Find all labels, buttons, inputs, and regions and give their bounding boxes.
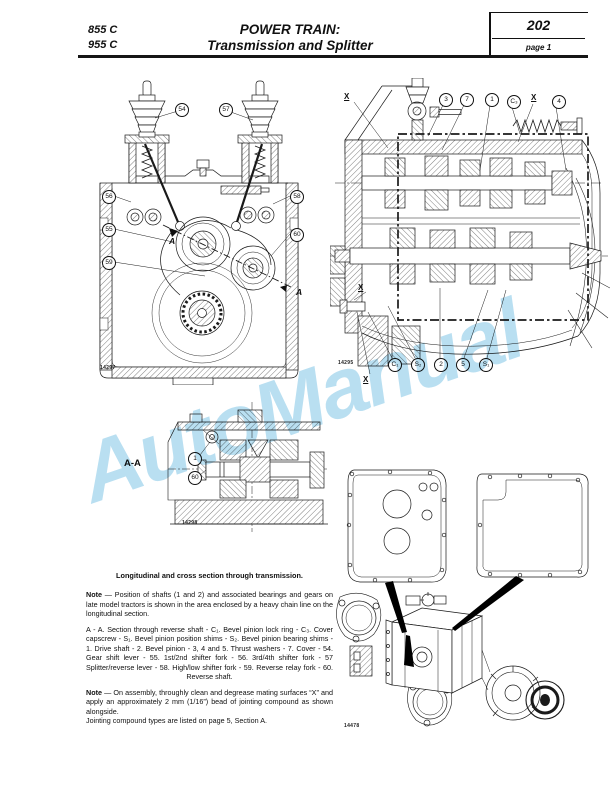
- note-2-line2: Jointing compound types are listed on pa…: [86, 716, 268, 725]
- note-2-label: Note: [86, 687, 102, 697]
- figure-caption: Longitudinal and cross section through t…: [116, 571, 303, 580]
- callout-5: 5: [456, 358, 470, 372]
- caption-text-block: Longitudinal and cross section through t…: [86, 571, 333, 732]
- callout-54: 54: [175, 103, 189, 117]
- surface-label-x-bottom: X: [363, 375, 369, 384]
- model-numbers: 855 C 955 C: [88, 23, 117, 53]
- figure-number-14478: 14478: [344, 723, 360, 729]
- longitudinal-section-drawing: [330, 78, 610, 375]
- page-number: 202: [526, 17, 551, 33]
- note-2-body: — On assembly, throughly clean and degre…: [86, 687, 333, 716]
- header-bottom-rule: [78, 55, 588, 58]
- callout-58: 58: [290, 190, 304, 204]
- section-aa-label: A-A: [124, 458, 141, 469]
- page-label: page 1: [525, 43, 552, 52]
- callout-1: 1: [485, 93, 499, 107]
- cross-section-drawing: [99, 80, 299, 385]
- callout-2: 2: [434, 358, 448, 372]
- header-vertical-rule: [489, 12, 491, 57]
- header-mid-rule: [492, 38, 585, 39]
- callout-aa-60: 60: [188, 471, 202, 485]
- title-line1: POWER TRAIN:: [239, 22, 341, 37]
- page-title: POWER TRAIN: Transmission and Splitter: [140, 22, 440, 54]
- note-1-label: Note: [86, 590, 102, 599]
- callout-aa-1: 1: [188, 452, 202, 466]
- surface-label-x-mid: X: [358, 283, 364, 292]
- parts-legend: A - A. Section through reverse shaft - C…: [86, 624, 333, 682]
- callout-7: 7: [460, 93, 474, 107]
- section-arrow-label-a2: A: [296, 287, 303, 297]
- callout-56: 56: [102, 190, 116, 204]
- note-1-body: — Position of shafts (1 and 2) and assoc…: [86, 590, 333, 618]
- callout-3: 3: [439, 93, 453, 107]
- note-1: Note — Position of shafts (1 and 2) and …: [86, 590, 333, 619]
- callout-s1: S₁: [479, 358, 493, 372]
- model-855c: 855 C: [88, 24, 118, 36]
- figure-number-14297: 14297: [100, 365, 116, 371]
- callout-59: 59: [102, 256, 116, 270]
- figure-number-14298: 14298: [182, 520, 198, 526]
- callout-s2: S₂: [411, 358, 425, 372]
- model-955c: 955 C: [88, 39, 118, 51]
- gaskets-exploded-drawing: [336, 469, 589, 727]
- callout-c3: C₃: [507, 95, 521, 109]
- header-top-rule: [489, 12, 588, 13]
- callout-60: 60: [290, 228, 304, 242]
- note-2: Note — On assembly, throughly clean and …: [86, 688, 333, 726]
- callout-c1: C₁: [388, 358, 402, 372]
- section-aa-drawing: [167, 402, 328, 532]
- surface-label-x-top-left: X: [344, 92, 350, 101]
- callout-55: 55: [102, 223, 116, 237]
- surface-label-x-top-right: X: [531, 93, 537, 102]
- callout-57: 57: [219, 103, 233, 117]
- figure-number-14295: 14295: [338, 360, 354, 366]
- title-line2: Transmission and Splitter: [207, 38, 373, 53]
- section-arrow-label-a1: A: [169, 236, 176, 246]
- callout-4: 4: [552, 95, 566, 109]
